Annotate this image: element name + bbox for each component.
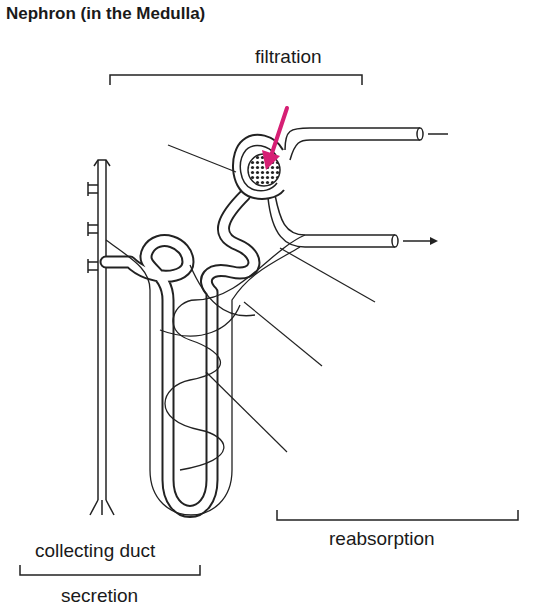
stage-label: filtration <box>255 46 322 69</box>
filtration-bracket <box>110 75 362 85</box>
collecting-duct <box>88 160 114 515</box>
stage-label: reabsorption <box>329 528 435 551</box>
pointer-arrow <box>262 108 287 170</box>
stage-label: secretion <box>61 585 138 608</box>
leader-lines <box>168 145 375 452</box>
diagram-title: Nephron (in the Medulla) <box>6 4 205 24</box>
reabsorption-bracket <box>277 510 518 520</box>
efferent-arteriole <box>268 195 438 247</box>
part-label: collecting duct <box>35 540 155 563</box>
afferent-arteriole <box>285 128 448 160</box>
secretion-bracket <box>20 565 200 575</box>
capillary-network <box>106 235 305 515</box>
